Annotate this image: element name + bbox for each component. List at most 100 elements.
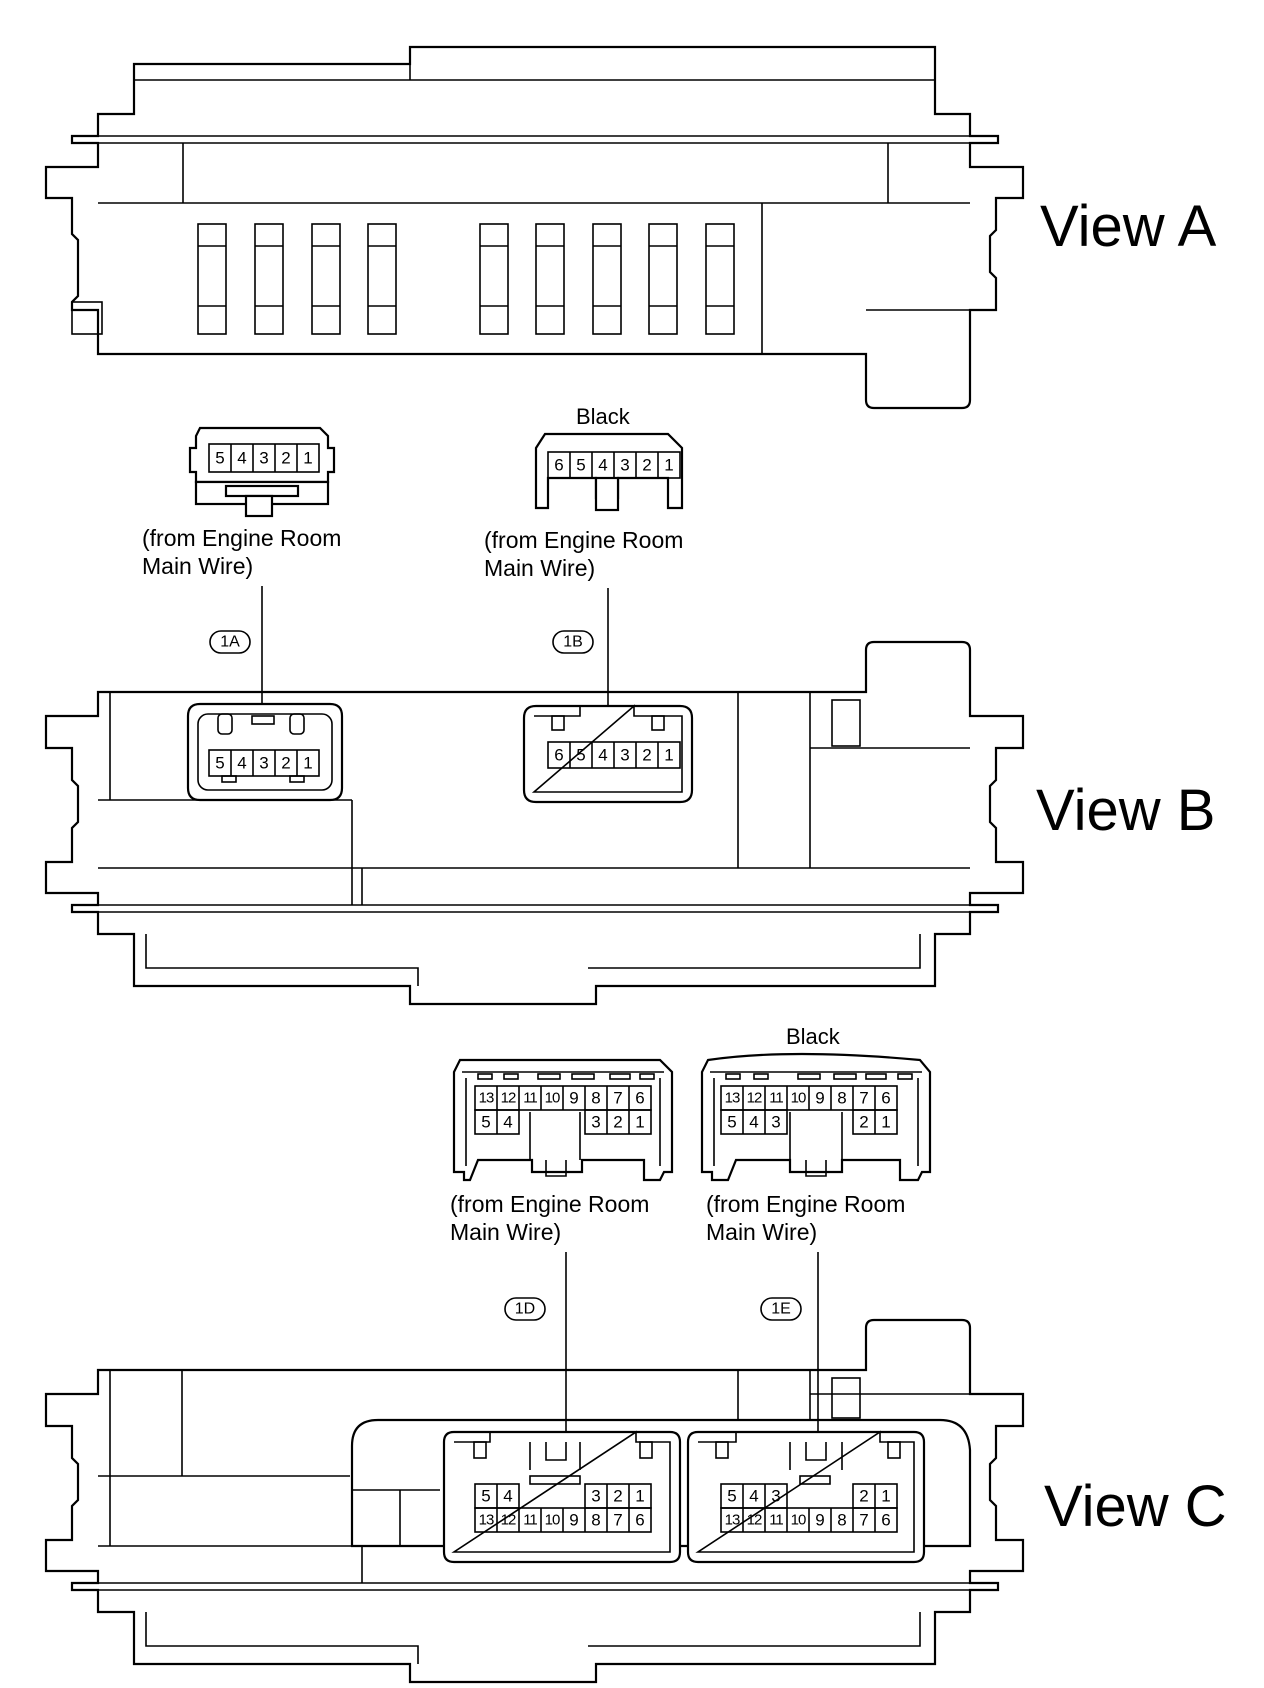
connector-1e-mated-pin: 6 xyxy=(881,1511,890,1530)
connector-1a-face-pin: 5 xyxy=(215,449,224,468)
connector-1e-face-pin: 1 xyxy=(881,1113,890,1132)
connector-1b-code-badge: 1B xyxy=(552,630,594,654)
connector-1d-mated-pin: 10 xyxy=(545,1512,560,1529)
connector-1d-face-pin: 12 xyxy=(501,1090,516,1107)
connector-1e-mated-pin: 10 xyxy=(791,1512,806,1529)
connector-1b-face: 6 5 4 3 2 1 xyxy=(534,432,684,512)
connector-1a-face-pin: 3 xyxy=(259,449,268,468)
connector-1e-face-pin: 3 xyxy=(771,1113,780,1132)
connector-1d-source-line2: Main Wire) xyxy=(450,1219,561,1245)
connector-1d-face: 13 12 11 10 9 8 7 6 5 4 3 2 1 xyxy=(452,1058,674,1182)
view-a-terminal-slots xyxy=(197,223,735,335)
connector-1b-mated-pin: 3 xyxy=(620,746,629,765)
connector-1e-mated-pin: 5 xyxy=(727,1487,736,1506)
connector-1e-face-pin: 12 xyxy=(747,1090,762,1107)
connector-1e-mated-pin: 8 xyxy=(837,1511,846,1530)
connector-1e-mated-pin: 1 xyxy=(881,1487,890,1506)
connector-1b-mated-pin: 2 xyxy=(642,746,651,765)
connector-1e-source-line2: Main Wire) xyxy=(706,1219,817,1245)
connector-1e-mated-pin: 4 xyxy=(749,1487,758,1506)
connector-1b-face-pin: 2 xyxy=(642,456,651,475)
connector-1d-mated-pin: 12 xyxy=(501,1512,516,1529)
connector-1d-face-pin: 3 xyxy=(591,1113,600,1132)
connector-1e-mated-pin: 11 xyxy=(769,1512,783,1529)
connector-1d-face-pin: 7 xyxy=(613,1089,622,1108)
connector-1e-code-badge: 1E xyxy=(760,1297,802,1321)
connector-1d-code-badge: 1D xyxy=(504,1297,546,1321)
connector-1e-mated-pin: 3 xyxy=(771,1487,780,1506)
view-c-label: View C xyxy=(1044,1474,1227,1539)
connector-1a-face: 5 4 3 2 1 xyxy=(188,426,336,518)
connector-1e-face-pin: 13 xyxy=(725,1090,740,1107)
connector-1d-face-pin: 8 xyxy=(591,1089,600,1108)
connector-1d-face-pin: 6 xyxy=(635,1089,644,1108)
connector-1a-source-line2: Main Wire) xyxy=(142,553,253,579)
connector-1a-code-badge: 1A xyxy=(209,630,251,654)
connector-1b-face-pin: 5 xyxy=(576,456,585,475)
connector-1a-mated-pin: 5 xyxy=(215,754,224,773)
connector-1a-code: 1A xyxy=(220,634,240,651)
view-a-housing xyxy=(44,45,1025,410)
connector-1b-mated-pin: 5 xyxy=(576,746,585,765)
connector-1e-face-pin: 11 xyxy=(769,1090,783,1107)
connector-1d-mated-pin: 5 xyxy=(481,1487,490,1506)
connector-1e-face-pin: 2 xyxy=(859,1113,868,1132)
connector-1d-source-line1: (from Engine Room xyxy=(450,1191,649,1217)
connector-1b-mated-pin: 4 xyxy=(598,746,607,765)
connector-1d-mated-pin: 8 xyxy=(591,1511,600,1530)
connector-1a-face-pin: 1 xyxy=(303,449,312,468)
connector-1a-mated-pin: 2 xyxy=(281,754,290,773)
connector-1e-face-pin: 10 xyxy=(791,1090,806,1107)
connector-1a-mated: 5 4 3 2 1 xyxy=(186,702,344,802)
connector-1a-source-line1: (from Engine Room xyxy=(142,525,341,551)
view-a-label: View A xyxy=(1040,194,1217,259)
connector-1b-source-line1: (from Engine Room xyxy=(484,527,683,553)
connector-1e-color: Black xyxy=(786,1024,841,1049)
connector-1e-face: 13 12 11 10 9 8 7 6 5 4 3 2 1 xyxy=(700,1052,932,1182)
connector-1d-mated-pin: 4 xyxy=(503,1487,512,1506)
connector-1d-face-pin: 5 xyxy=(481,1113,490,1132)
connector-1d-mated-pin: 3 xyxy=(591,1487,600,1506)
connector-1d-code: 1D xyxy=(515,1301,535,1318)
connector-1e-mated-pin: 7 xyxy=(859,1511,868,1530)
connector-1b-face-pin: 4 xyxy=(598,456,607,475)
connector-1e-face-pin: 9 xyxy=(815,1089,824,1108)
connector-1b-face-pin: 1 xyxy=(664,456,673,475)
connector-1d-face-pin: 13 xyxy=(479,1090,494,1107)
connector-1d-face-pin: 2 xyxy=(613,1113,622,1132)
connector-1a-mated-pin: 1 xyxy=(303,754,312,773)
connector-1a-mated-pin: 4 xyxy=(237,754,246,773)
connector-1e-face-pin: 8 xyxy=(837,1089,846,1108)
connector-1b-mated: 6 5 4 3 2 1 xyxy=(522,704,694,804)
connector-1d-face-pin: 9 xyxy=(569,1089,578,1108)
connector-1e-mated-pin: 9 xyxy=(815,1511,824,1530)
connector-1d-mated-pin: 9 xyxy=(569,1511,578,1530)
connector-1a-mated-pin: 3 xyxy=(259,754,268,773)
connector-1d-mated-pin: 1 xyxy=(635,1487,644,1506)
connector-1e-mated-pin: 12 xyxy=(747,1512,762,1529)
connector-1e-source-line1: (from Engine Room xyxy=(706,1191,905,1217)
connector-1e-face-pin: 6 xyxy=(881,1089,890,1108)
connector-1b-mated-pin: 6 xyxy=(554,746,563,765)
connector-1e-face-pin: 4 xyxy=(749,1113,758,1132)
connector-1e-mated: 5 4 3 2 1 13 12 11 10 9 8 7 6 xyxy=(686,1430,926,1564)
connector-1d-face-pin: 4 xyxy=(503,1113,512,1132)
connector-1e-face-pin: 5 xyxy=(727,1113,736,1132)
connector-1e-code: 1E xyxy=(771,1301,791,1318)
view-b-housing xyxy=(44,640,1025,1006)
connector-1e-face-pin: 7 xyxy=(859,1089,868,1108)
connector-1b-source-line2: Main Wire) xyxy=(484,555,595,581)
connector-1e-mated-pin: 13 xyxy=(725,1512,740,1529)
connector-1b-face-pin: 6 xyxy=(554,456,563,475)
connector-1d-mated-pin: 2 xyxy=(613,1487,622,1506)
connector-1b-code: 1B xyxy=(563,634,583,651)
connector-1d-face-pin: 11 xyxy=(523,1090,537,1107)
connector-1d-mated: 5 4 3 2 1 13 12 11 10 9 8 7 6 xyxy=(442,1430,682,1564)
connector-1d-mated-pin: 11 xyxy=(523,1512,537,1529)
connector-1a-face-pin: 4 xyxy=(237,449,246,468)
connector-1d-mated-pin: 7 xyxy=(613,1511,622,1530)
connector-1d-mated-pin: 6 xyxy=(635,1511,644,1530)
connector-1d-face-pin: 10 xyxy=(545,1090,560,1107)
connector-1a-face-pin: 2 xyxy=(281,449,290,468)
